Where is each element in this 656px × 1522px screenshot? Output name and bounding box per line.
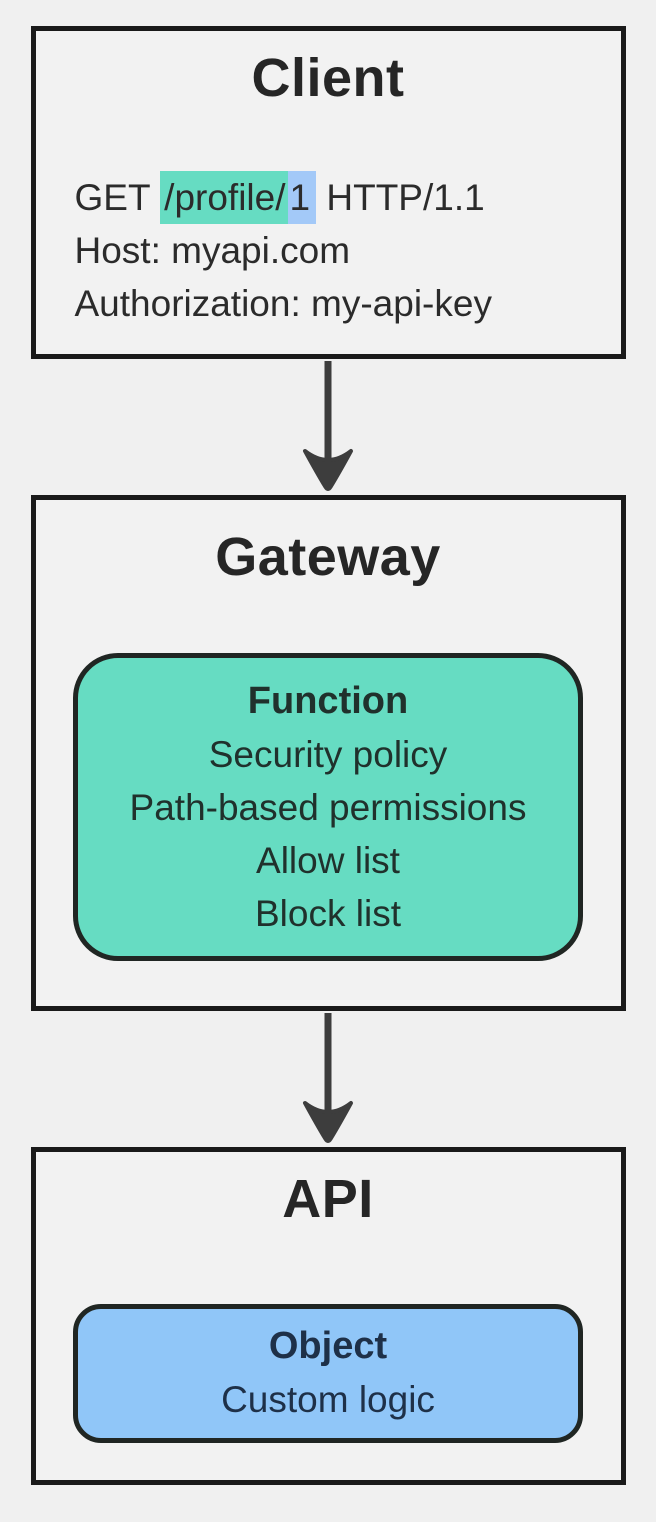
request-protocol: HTTP/1.1	[316, 177, 485, 218]
client-node: Client GET /profile/1 HTTP/1.1 Host: mya…	[30, 26, 626, 359]
function-card-item: Block list	[255, 893, 401, 934]
resource-id-highlight: 1	[287, 171, 317, 224]
object-card-item: Custom logic	[221, 1379, 435, 1420]
function-card-item: Path-based permissions	[129, 787, 527, 828]
host-line: Host: myapi.com	[74, 230, 351, 271]
client-title: Client	[251, 48, 405, 108]
function-card-item: Security policy	[208, 734, 448, 775]
gateway-title: Gateway	[215, 527, 441, 587]
path-highlight: /profile/	[160, 171, 288, 224]
api-title: API	[282, 1169, 374, 1229]
function-card-title: Function	[247, 680, 409, 722]
arrow-down-icon	[303, 361, 353, 491]
authorization-line: Authorization: my-api-key	[74, 283, 492, 324]
request-line: GET /profile/1 HTTP/1.1	[75, 171, 621, 224]
request-method: GET	[74, 177, 161, 218]
object-card: Object Custom logic	[73, 1304, 583, 1443]
arrow-down-icon	[303, 1013, 353, 1143]
api-node: API Object Custom logic	[30, 1147, 626, 1485]
http-request-block: GET /profile/1 HTTP/1.1 Host: myapi.com …	[36, 171, 621, 330]
function-card-item: Allow list	[256, 840, 400, 881]
object-card-title: Object	[268, 1325, 388, 1367]
function-card: Function Security policy Path-based perm…	[73, 653, 583, 961]
gateway-node: Gateway Function Security policy Path-ba…	[30, 495, 626, 1011]
